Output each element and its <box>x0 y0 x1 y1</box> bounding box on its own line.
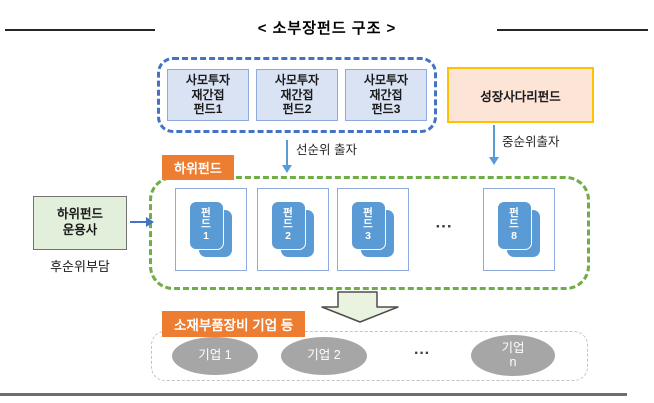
mezzanine-arrow-label: 중순위출자 <box>502 135 560 149</box>
fund-1-char1: 펀 <box>201 206 211 219</box>
fund-8-char2: 드 <box>509 218 519 231</box>
fund-document-icon: 펀 드 8 <box>496 200 542 259</box>
company-n-line1: 기업 <box>501 340 525 355</box>
manager-arrowhead-icon <box>146 217 154 227</box>
fund-3-char2: 드 <box>363 218 373 231</box>
senior-arrow-icon <box>286 140 288 167</box>
private-fund-1-line3: 펀드1 <box>193 102 223 117</box>
private-fund-group: 사모투자 재간접 펀드1 사모투자 재간접 펀드2 사모투자 재간접 펀드3 <box>157 57 437 133</box>
private-fund-box-3: 사모투자 재간접 펀드3 <box>345 69 427 121</box>
private-fund-2-line3: 펀드2 <box>282 102 312 117</box>
diagram-title: < 소부장펀드 구조 > <box>257 20 397 37</box>
private-fund-2-line1: 사모투자 <box>274 73 320 88</box>
fund-document-icon: 펀 드 3 <box>350 200 396 259</box>
fund-2-char2: 드 <box>283 218 293 231</box>
mezzanine-arrow-icon <box>493 125 495 159</box>
fund-1-number: 1 <box>203 229 209 242</box>
growth-ladder-fund-box: 성장사다리펀드 <box>447 67 594 123</box>
fund-8-number: 8 <box>511 229 517 242</box>
private-fund-2-line2: 재간접 <box>280 87 314 102</box>
senior-arrowhead-icon <box>282 165 292 173</box>
manager-line1: 하위펀드 <box>56 207 103 222</box>
company-ellipse-n: 기업 n <box>471 335 555 376</box>
manager-box: 하위펀드 운용사 <box>33 196 127 250</box>
fund-item-1: 펀 드 1 <box>175 188 247 271</box>
company-ellipse-2: 기업 2 <box>281 337 367 375</box>
header-line-left <box>5 29 155 31</box>
subfund-group <box>149 176 590 290</box>
fund-item-8: 펀 드 8 <box>483 188 555 271</box>
company-ellipse-1: 기업 1 <box>172 337 258 375</box>
manager-arrow-icon <box>130 221 146 223</box>
companies-section-label: 소재부품장비 기업 등 <box>162 311 306 337</box>
fund-3-char1: 펀 <box>363 206 373 219</box>
fund-item-3: 펀 드 3 <box>337 188 409 271</box>
private-fund-box-1: 사모투자 재간접 펀드1 <box>167 69 249 121</box>
company-n-line2: n <box>509 354 517 369</box>
companies-group <box>151 331 588 381</box>
subfund-ellipsis: ··· <box>435 217 453 236</box>
fund-2-number: 2 <box>285 229 291 242</box>
fund-item-2: 펀 드 2 <box>257 188 329 271</box>
private-fund-3-line1: 사모투자 <box>363 73 409 88</box>
private-fund-1-line2: 재간접 <box>191 87 225 102</box>
fund-document-icon: 펀 드 2 <box>270 200 316 259</box>
subfund-section-label: 하위펀드 <box>162 155 234 180</box>
private-fund-box-2: 사모투자 재간접 펀드2 <box>256 69 338 121</box>
fund-2-char1: 펀 <box>283 206 293 219</box>
senior-arrow-label: 선순위 출자 <box>296 143 357 157</box>
companies-ellipsis: ··· <box>414 345 430 362</box>
manager-line2: 운용사 <box>62 223 98 237</box>
private-fund-3-line2: 재간접 <box>369 87 403 102</box>
private-fund-1-line1: 사모투자 <box>185 73 231 88</box>
private-fund-3-line3: 펀드3 <box>371 102 401 117</box>
fund-1-char2: 드 <box>201 218 211 231</box>
bottom-divider <box>0 393 627 396</box>
header-line-right <box>497 29 648 31</box>
block-down-arrow-icon <box>321 291 399 323</box>
fund-document-icon: 펀 드 1 <box>188 200 234 259</box>
mezzanine-arrowhead-icon <box>489 157 499 165</box>
fund-3-number: 3 <box>365 229 371 242</box>
fund-8-char1: 펀 <box>509 206 519 219</box>
manager-note: 후순위부담 <box>50 259 110 274</box>
